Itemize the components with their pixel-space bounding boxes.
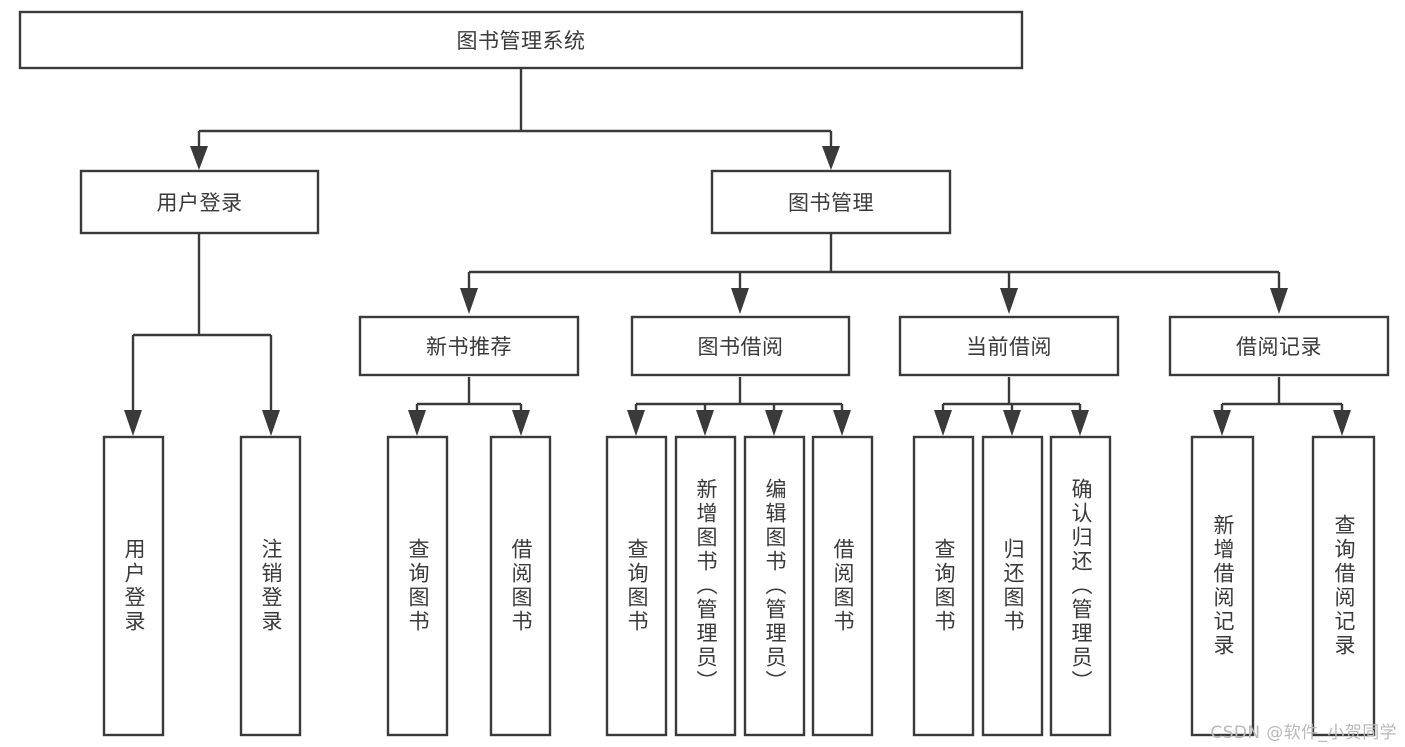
leaf-user-login-0[interactable] <box>102 435 165 737</box>
node-borrow-record[interactable] <box>1168 315 1390 377</box>
leaf-user-login-1[interactable] <box>239 435 302 737</box>
node-root[interactable] <box>18 10 1024 70</box>
leaf-book-borrow-2[interactable] <box>743 435 806 737</box>
leaf-current-borrow-1[interactable] <box>981 435 1044 737</box>
connector-bookborrow-to-leaves <box>627 377 851 436</box>
node-current-borrow[interactable] <box>898 315 1120 377</box>
connector-currentborrow-to-leaves <box>934 377 1089 436</box>
node-book-borrow[interactable] <box>630 315 851 377</box>
node-user-login[interactable] <box>79 169 320 235</box>
connector-borrowrecord-to-leaves <box>1213 377 1351 436</box>
connector-newbook-to-leaves <box>408 377 530 436</box>
connector-userlogin-to-leaves <box>124 233 280 436</box>
leaf-current-borrow-2[interactable] <box>1049 435 1112 737</box>
leaf-current-borrow-0[interactable] <box>912 435 975 737</box>
leaf-book-borrow-1[interactable] <box>674 435 737 737</box>
connector-bookmgmt-to-level3 <box>460 233 1288 314</box>
leaf-book-borrow-3[interactable] <box>811 435 874 737</box>
leaf-new-book-1[interactable] <box>489 435 552 737</box>
connector-root-to-level2 <box>190 68 840 170</box>
leaf-borrow-record-1[interactable] <box>1311 435 1376 737</box>
leaf-borrow-record-0[interactable] <box>1190 435 1255 737</box>
leaf-new-book-0[interactable] <box>386 435 449 737</box>
node-book-management[interactable] <box>710 169 952 235</box>
leaf-book-borrow-0[interactable] <box>605 435 668 737</box>
node-new-book-recommend[interactable] <box>358 315 580 377</box>
